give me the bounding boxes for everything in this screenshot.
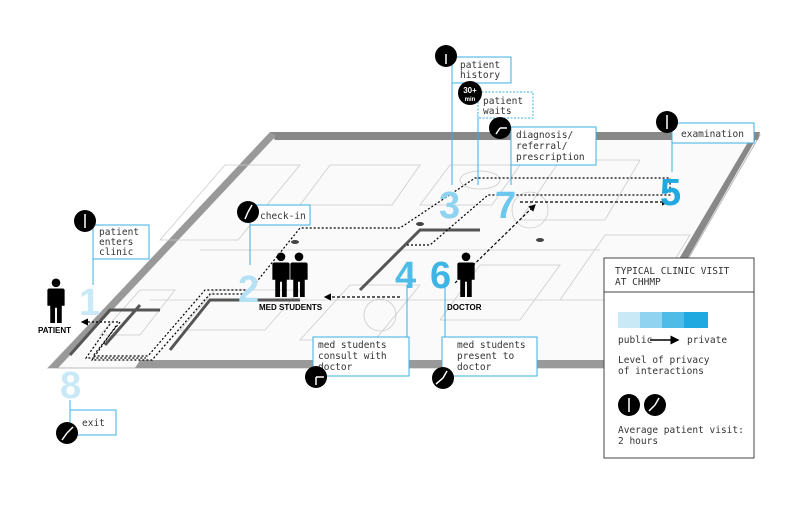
step-number-5: 5 [660,172,681,214]
svg-text:patient: patient [483,96,523,107]
svg-text:2 hours: 2 hours [618,436,658,447]
legend-public: public [618,335,652,346]
svg-text:exit: exit [82,418,105,429]
floor-plan [46,132,761,369]
patient-figure: PATIENT [38,278,71,335]
label-present: med students present to doctor [441,336,538,377]
patient-path [84,177,671,361]
leader-lines [69,80,673,410]
label-patient-waits: patient waits [477,91,534,119]
label-check-in: check-in [249,204,311,226]
patient-label: PATIENT [38,326,71,335]
svg-text:prescription: prescription [516,152,585,163]
svg-text:med students: med students [457,340,526,351]
label-diagnosis: diagnosis/ referral/ prescription [510,126,597,166]
svg-text:referral/: referral/ [516,141,567,152]
svg-text:examination: examination [681,129,744,140]
svg-text:30+: 30+ [463,86,477,95]
clock-icon [489,117,511,139]
svg-text:Average patient visit:: Average patient visit: [618,425,744,436]
svg-text:doctor: doctor [457,362,492,373]
step-number-7: 7 [495,185,516,227]
step-number-2: 2 [238,269,259,311]
doctor-label: DOCTOR [447,303,482,312]
label-patient-enters: patient enters clinic [92,224,150,260]
clock-icon [432,367,454,389]
svg-text:enters: enters [99,237,133,248]
clock-icon [435,45,457,67]
svg-text:history: history [460,70,500,81]
step-number-3: 3 [439,185,460,227]
legend: TYPICAL CLINIC VISIT AT CHHMP public pri… [603,257,755,459]
clock-icon [74,210,96,232]
clock-icon [237,201,259,223]
label-consult: med students consult with doctor [312,336,410,377]
step-number-4: 4 [395,255,416,297]
svg-text:clinic: clinic [99,247,133,258]
doctor-arrow [454,204,536,284]
svg-text:doctor: doctor [318,362,353,373]
svg-text:min: min [465,97,476,103]
legend-private: private [687,335,727,346]
svg-text:waits: waits [483,106,512,117]
step-number-1: 1 [79,282,100,324]
wait-badge-icon: 30+ min [458,81,482,105]
clock-icon [656,111,678,133]
svg-text:consult with: consult with [318,351,387,362]
clock-icon [644,394,666,416]
label-examination: examination [671,122,755,144]
clock-icon [618,394,640,416]
svg-text:Level of privacy: Level of privacy [618,355,710,366]
clock-icon [305,366,327,388]
legend-title: TYPICAL CLINIC VISIT [615,266,730,277]
svg-text:diagnosis/: diagnosis/ [516,130,573,141]
doctor-figure: DOCTOR [447,252,482,312]
step-number-6: 6 [430,255,451,297]
svg-text:check-in: check-in [260,211,306,222]
med-students-figure: MED STUDENTS [259,252,323,312]
svg-text:patient: patient [99,227,139,238]
svg-text:med students: med students [318,340,387,351]
svg-text:patient: patient [460,60,500,71]
med-students-label: MED STUDENTS [259,303,323,312]
svg-text:present to: present to [457,351,514,362]
legend-title-2: AT CHHMP [615,277,661,288]
step-number-8: 8 [60,365,81,407]
label-patient-history: patient history [451,56,512,84]
clock-icon [56,422,78,444]
svg-text:of interactions: of interactions [618,366,704,377]
